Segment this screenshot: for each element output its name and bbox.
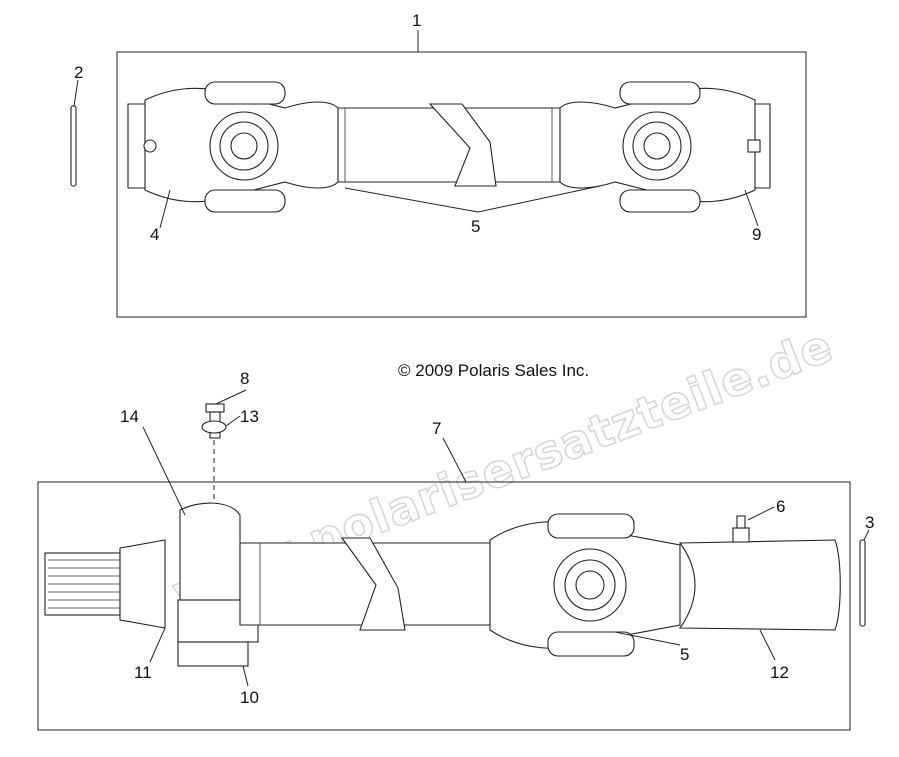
callout-12: 12 xyxy=(770,663,789,682)
callout-6: 6 xyxy=(776,497,785,516)
snap-ring-3 xyxy=(859,539,866,627)
assembly-7-frame xyxy=(37,481,851,731)
callout-1: 1 xyxy=(412,11,421,30)
callout-9: 9 xyxy=(752,225,761,244)
copyright-text: © 2009 Polaris Sales Inc. xyxy=(398,361,589,380)
callout-8: 8 xyxy=(240,369,249,388)
snap-ring-2 xyxy=(70,105,77,187)
callout-10: 10 xyxy=(240,688,259,707)
prop-shaft-rear xyxy=(44,502,841,667)
callout-13: 13 xyxy=(240,407,259,426)
callout-11: 11 xyxy=(134,663,152,682)
callout-3: 3 xyxy=(865,513,874,532)
callout-14: 14 xyxy=(120,407,139,426)
callout-5-top: 5 xyxy=(471,217,480,236)
callout-4: 4 xyxy=(150,225,159,244)
prop-shaft-front xyxy=(127,81,771,213)
callout-5-bottom: 5 xyxy=(680,645,689,664)
callout-7: 7 xyxy=(432,419,441,438)
callout-2: 2 xyxy=(74,63,83,82)
assembly-1-frame xyxy=(116,51,807,318)
washer-13 xyxy=(201,420,227,434)
